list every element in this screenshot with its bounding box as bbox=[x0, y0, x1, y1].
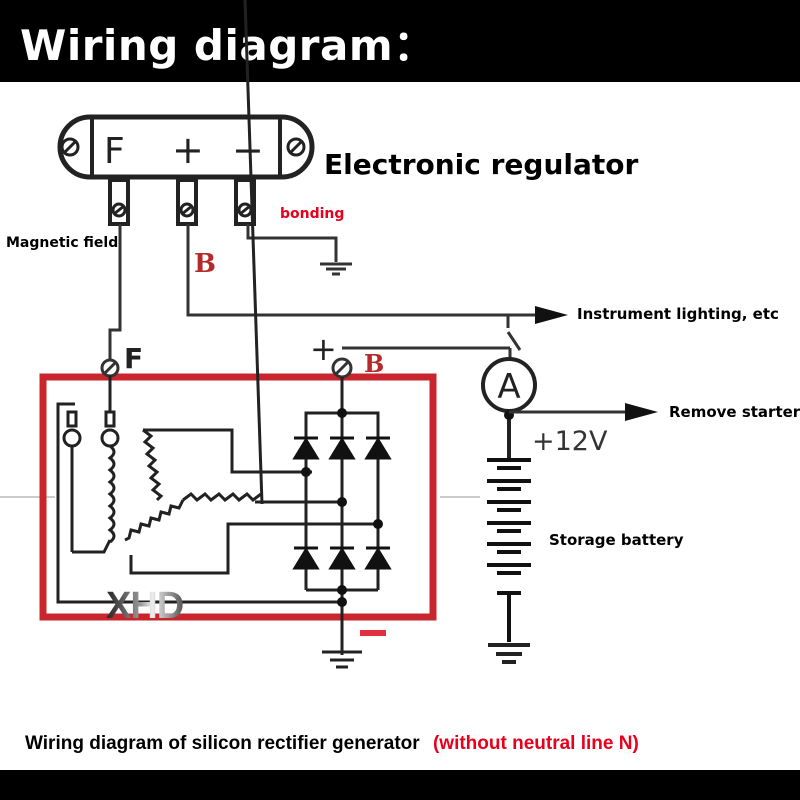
regulator-terminal-minus: − bbox=[232, 128, 264, 172]
switch-icon bbox=[506, 315, 522, 362]
instrument-lighting-label: Instrument lighting, etc bbox=[577, 305, 779, 323]
diode-icon bbox=[292, 436, 392, 570]
field-wire bbox=[108, 224, 122, 360]
regulator-title: Electronic regulator bbox=[324, 148, 639, 181]
b-wire bbox=[186, 224, 540, 317]
regulator-terminal-f: F bbox=[104, 131, 125, 172]
footer-bar bbox=[0, 770, 800, 800]
ground-icon bbox=[246, 224, 352, 276]
caption-main: Wiring diagram of silicon rectifier gene… bbox=[25, 733, 420, 754]
magnetic-field-label: Magnetic field bbox=[6, 235, 119, 251]
remove-starter-label: Remove starter bbox=[669, 403, 800, 421]
watermark: XHD bbox=[106, 585, 184, 627]
field-coil bbox=[56, 375, 340, 604]
voltage-label: +12V bbox=[532, 426, 608, 457]
gen-f-terminal bbox=[100, 358, 120, 378]
storage-battery-label: Storage battery bbox=[549, 531, 684, 549]
b-wire-label: B bbox=[194, 249, 216, 279]
generator-frame bbox=[39, 373, 437, 621]
arrow-icon bbox=[535, 306, 568, 324]
gen-plus-label: + bbox=[310, 330, 337, 368]
gen-f-label: F bbox=[124, 342, 143, 375]
electronic-regulator: F + − bbox=[57, 114, 315, 226]
screw-icon bbox=[60, 137, 80, 157]
caption-note: (without neutral line N) bbox=[432, 733, 639, 754]
battery-icon bbox=[487, 458, 531, 595]
header-bar: Wiring diagram： bbox=[0, 0, 800, 82]
ground-icon bbox=[488, 643, 530, 664]
page-title: Wiring diagram： bbox=[20, 21, 436, 70]
terminal-post-f bbox=[108, 178, 130, 226]
bonding-label: bonding bbox=[280, 206, 345, 222]
arrow-icon bbox=[625, 403, 658, 421]
stator-winding bbox=[124, 0, 378, 575]
regulator-terminal-plus: + bbox=[172, 128, 204, 172]
ammeter-icon: A bbox=[481, 357, 537, 413]
gen-b-label: B bbox=[364, 349, 384, 378]
rectifier-bridge bbox=[304, 377, 380, 655]
screw-icon bbox=[286, 137, 306, 157]
gen-b-terminal bbox=[331, 357, 353, 379]
terminal-post-plus bbox=[176, 178, 198, 226]
svg-text:A: A bbox=[497, 367, 520, 407]
ground-icon bbox=[322, 650, 362, 669]
junction-dot bbox=[301, 408, 383, 607]
minus-sign-icon bbox=[360, 630, 386, 636]
caption: Wiring diagram of silicon rectifier gene… bbox=[25, 733, 639, 755]
